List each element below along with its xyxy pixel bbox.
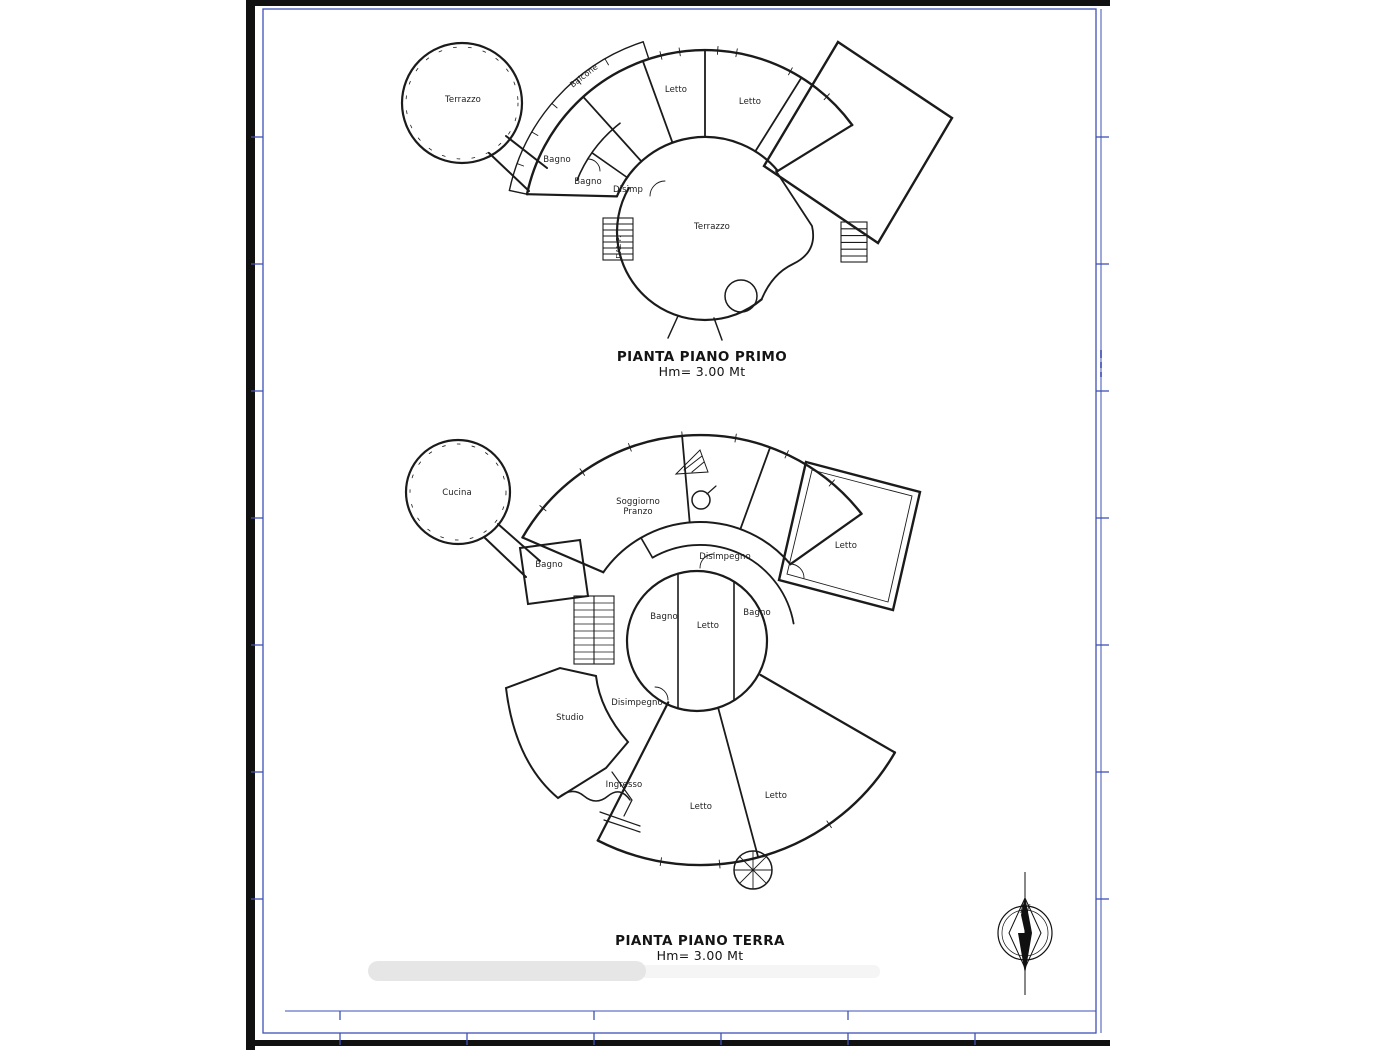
plan-primo-linework	[400, 40, 954, 341]
terrace-circle	[400, 41, 548, 192]
plan-primo-height-note: Hm= 3.00 Mt	[658, 364, 746, 379]
room-label-cucina: Cucina	[442, 488, 472, 499]
corridor-arc	[640, 537, 805, 625]
north-compass-icon	[997, 872, 1053, 995]
stairs-left	[602, 217, 634, 261]
room-label-dal-p: DAL P.	[614, 235, 623, 259]
room-label-bagno-t3: Bagno	[743, 608, 771, 619]
balcony-arc	[508, 41, 650, 195]
bedroom-square	[777, 460, 922, 612]
stairs-right	[840, 221, 868, 263]
room-label-disimpegno-1: Disimpegno	[699, 552, 751, 563]
studio-wedge	[504, 666, 630, 800]
room-label-letto-t3: Letto	[689, 802, 713, 813]
central-terrace	[615, 170, 814, 341]
sheet-frame	[251, 8, 1109, 1045]
room-label-letto-t2: Letto	[696, 621, 720, 632]
room-band	[525, 45, 854, 198]
bathroom-box	[518, 538, 590, 606]
room-label-bagno-p1b: Bagno	[574, 177, 602, 188]
entry-wall	[557, 771, 641, 833]
plan-terra-linework	[404, 431, 922, 890]
room-label-terrazzo-2: Terrazzo	[694, 222, 730, 233]
kitchen-circle	[404, 438, 541, 578]
room-label-bagno-t1: Bagno	[535, 560, 563, 571]
plan-terra-height-note: Hm= 3.00 Mt	[656, 948, 744, 963]
plan-terra-title: PIANTA PIANO TERRA	[615, 933, 785, 949]
room-label-letto-t1: Letto	[834, 541, 858, 552]
living-band	[521, 431, 863, 574]
bedroom-wedges	[596, 673, 897, 869]
room-label-bagno-p1a: Bagno	[543, 155, 571, 166]
roof-rectangle	[762, 40, 954, 263]
compass-north-label: N	[1019, 902, 1031, 916]
staircase	[573, 595, 615, 665]
spiral-stair	[733, 850, 773, 890]
central-rooms	[625, 569, 769, 713]
plan-primo-title: PIANTA PIANO PRIMO	[616, 349, 788, 365]
room-label-ingresso: Ingresso	[605, 780, 643, 791]
room-label-terrazzo-1: Terrazzo	[445, 95, 481, 106]
room-label-disimpegno-2: Disimpegno	[611, 698, 663, 709]
room-label-letto-p1a: Letto	[664, 85, 688, 96]
room-label-bagno-t2: Bagno	[650, 612, 678, 623]
room-label-studio: Studio	[556, 713, 584, 724]
scan-artifacts	[368, 350, 1102, 981]
room-label-disimp: Disimp	[613, 185, 643, 196]
room-label-letto-t4: Letto	[764, 791, 788, 802]
room-label-soggiorno-pranzo: Soggiorno Pranzo	[616, 497, 660, 517]
room-label-letto-p1b: Letto	[738, 97, 762, 108]
sheet-border-bars	[246, 0, 1110, 1050]
